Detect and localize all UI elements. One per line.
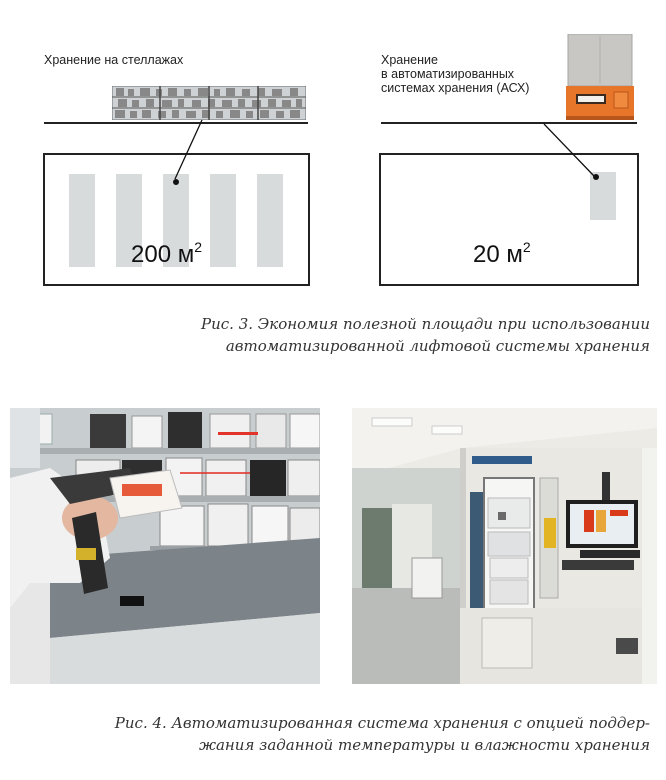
asrs-storage-label: Хранение в автоматизированных системах х…	[381, 53, 529, 95]
asrs-leader-line	[543, 123, 595, 177]
right-floor-line	[381, 122, 637, 124]
asrs-area-label: 20 м2	[473, 239, 531, 269]
asrs-area-unit-exponent: 2	[522, 239, 531, 255]
asrs-label-line-3: системах хранения (АСХ)	[381, 81, 530, 95]
rack-storage-label: Хранение на стеллажах	[44, 53, 184, 67]
figure-4-caption-line-1: Рис. 4. Автоматизированная система хране…	[114, 714, 650, 732]
figure-4-caption: Рис. 4. Автоматизированная система хране…	[115, 712, 650, 756]
shelf-row-1	[69, 174, 95, 267]
asrs-pointer-dot	[593, 174, 599, 180]
shelf-row-5	[257, 174, 283, 267]
asrs-label-line-2: в автоматизированных	[381, 67, 515, 81]
shelf-row-2	[116, 174, 142, 267]
barcode-scanning-photo-art	[10, 408, 320, 684]
barcode-scanning-photo	[10, 408, 320, 684]
figure-3-caption-line-1: Рис. 3. Экономия полезной площади при ис…	[201, 315, 650, 333]
asrs-room-photo-art	[352, 408, 657, 684]
shelf-row-3	[163, 174, 189, 267]
asrs-label-line-1: Хранение	[381, 53, 438, 67]
rack-area-unit-exponent: 2	[194, 239, 203, 255]
left-floor-line	[44, 122, 308, 124]
asrs-room-photo	[352, 408, 657, 684]
asrs-storage-room: 20 м2	[379, 153, 639, 286]
asrs-footprint	[590, 172, 616, 220]
asrs-area-value: 20 м	[473, 241, 523, 268]
rack-area-value: 200 м	[131, 241, 195, 268]
shelf-row-4	[210, 174, 236, 267]
rack-shelving-illustration	[112, 86, 306, 120]
figure-3-caption: Рис. 3. Экономия полезной площади при ис…	[201, 313, 650, 357]
figure-4-caption-line-2: жания заданной температуры и влажности х…	[198, 736, 650, 754]
figure-3-caption-line-2: автоматизированной лифтовой системы хран…	[225, 337, 650, 355]
asrs-machine-illustration	[566, 34, 634, 120]
rack-pointer-dot	[173, 179, 179, 185]
rack-area-label: 200 м2	[131, 239, 202, 269]
rack-leader-line	[174, 119, 203, 180]
